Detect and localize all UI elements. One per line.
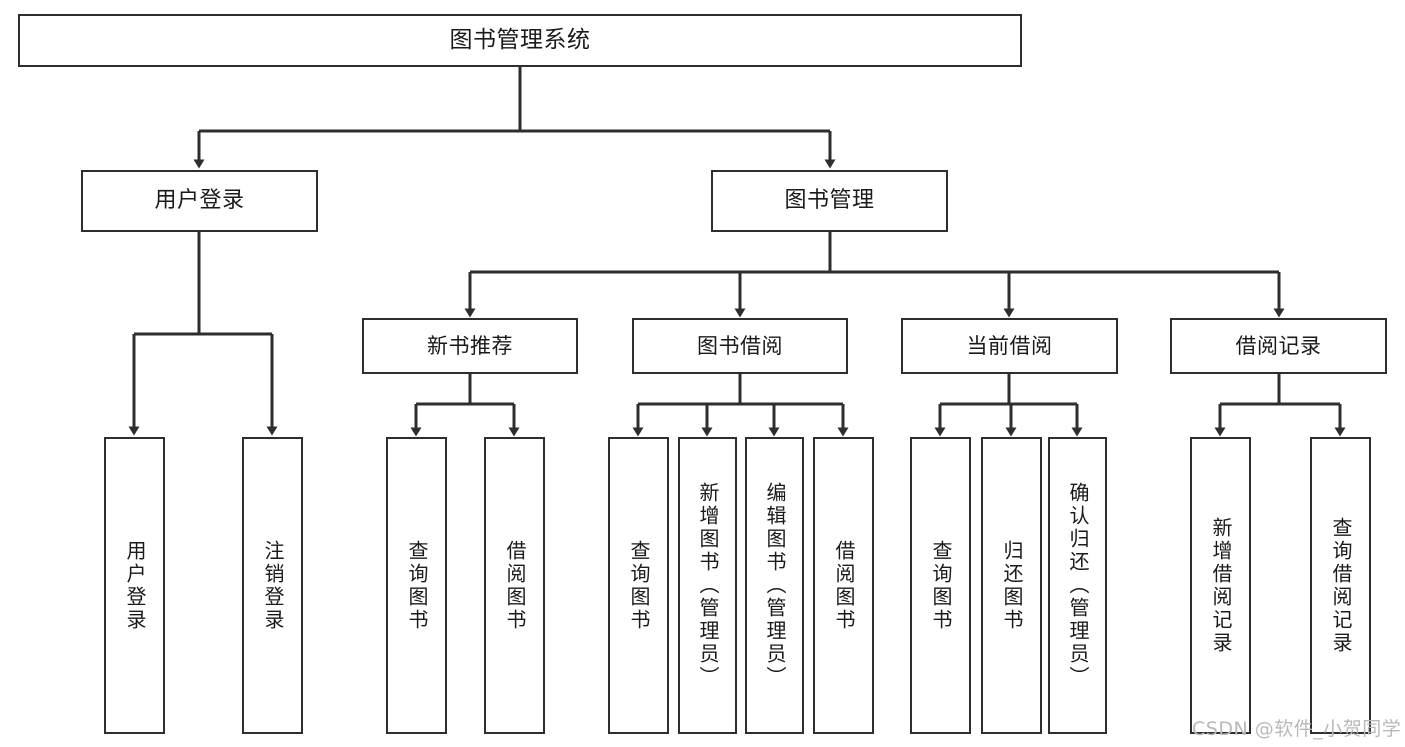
leaf-node-label: 查询借阅记录 <box>1329 516 1353 655</box>
leaf-node-label: 新增图书（管理员） <box>696 482 720 689</box>
node-root-label: 图书管理系统 <box>449 27 591 54</box>
node-current-borrow[interactable]: 当前借阅 <box>901 318 1118 374</box>
node-book-management-label: 图书管理 <box>784 188 875 214</box>
node-borrow-record-label: 借阅记录 <box>1235 333 1322 358</box>
leaf-node-label: 借阅图书 <box>503 539 527 632</box>
leaf-node-label: 确认归还（管理员） <box>1066 482 1090 689</box>
leaf-node[interactable]: 查询图书 <box>386 437 447 734</box>
node-book-borrow-label: 图书借阅 <box>697 333 783 358</box>
leaf-node-label: 注销登录 <box>261 539 285 632</box>
leaf-node[interactable]: 查询借阅记录 <box>1310 437 1371 734</box>
leaf-node[interactable]: 新增借阅记录 <box>1190 437 1251 734</box>
node-user-login-label: 用户登录 <box>154 188 245 214</box>
leaf-node-label: 编辑图书（管理员） <box>763 482 787 689</box>
leaf-node[interactable]: 确认归还（管理员） <box>1048 437 1107 734</box>
leaf-node-label: 新增借阅记录 <box>1209 516 1233 655</box>
node-current-borrow-label: 当前借阅 <box>966 333 1053 358</box>
node-user-login[interactable]: 用户登录 <box>81 170 318 232</box>
leaf-node[interactable]: 借阅图书 <box>813 437 874 734</box>
leaf-node[interactable]: 查询图书 <box>910 437 971 734</box>
leaf-node-label: 用户登录 <box>123 539 147 632</box>
leaf-node-label: 查询图书 <box>405 539 429 632</box>
node-book-management[interactable]: 图书管理 <box>711 170 948 232</box>
leaf-node-label: 查询图书 <box>929 539 953 632</box>
node-root[interactable]: 图书管理系统 <box>18 14 1022 67</box>
node-borrow-record[interactable]: 借阅记录 <box>1170 318 1387 374</box>
node-new-book-recommend-label: 新书推荐 <box>427 333 513 358</box>
csdn-watermark: CSDN @软件_小贺同学 <box>1192 718 1402 740</box>
leaf-node[interactable]: 编辑图书（管理员） <box>745 437 804 734</box>
leaf-node[interactable]: 注销登录 <box>242 437 303 734</box>
leaf-node[interactable]: 用户登录 <box>104 437 165 734</box>
leaf-node[interactable]: 新增图书（管理员） <box>678 437 737 734</box>
node-new-book-recommend[interactable]: 新书推荐 <box>362 318 578 374</box>
leaf-node-label: 归还图书 <box>1000 539 1024 632</box>
leaf-node[interactable]: 归还图书 <box>981 437 1042 734</box>
leaf-node[interactable]: 借阅图书 <box>484 437 545 734</box>
leaf-node[interactable]: 查询图书 <box>608 437 669 734</box>
leaf-node-label: 查询图书 <box>627 539 651 632</box>
leaf-node-label: 借阅图书 <box>832 539 856 632</box>
node-book-borrow[interactable]: 图书借阅 <box>632 318 848 374</box>
